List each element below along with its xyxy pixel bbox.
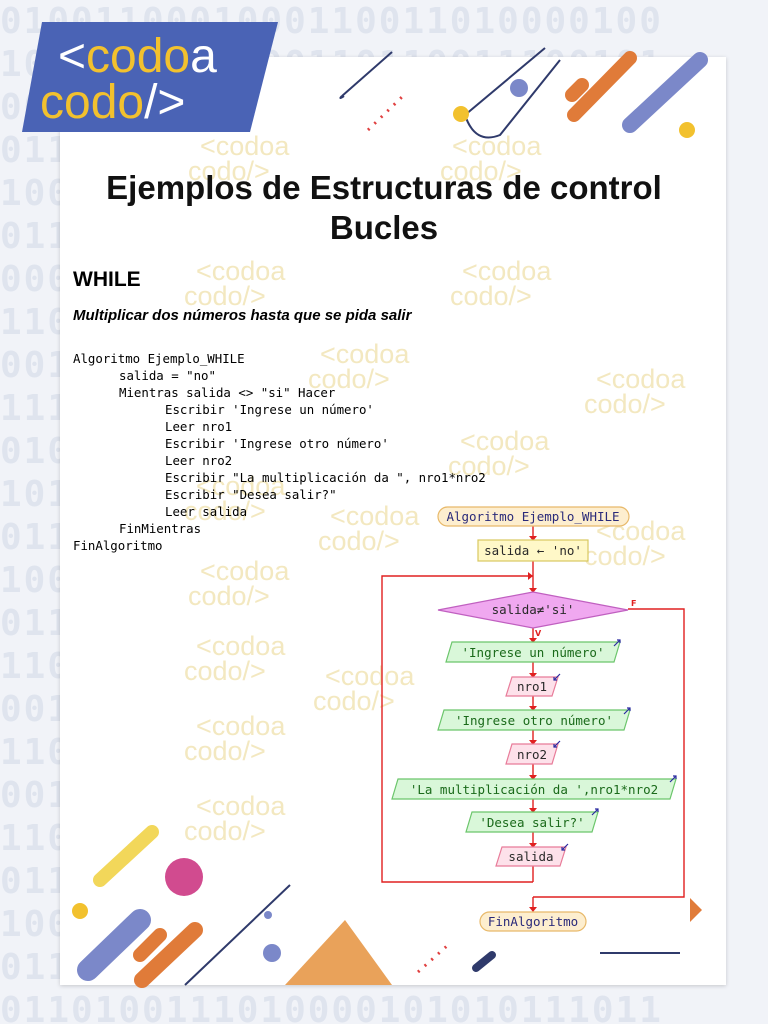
watermark-line-2: codo/> [440,156,522,186]
watermark-line-2: codo/> [184,736,266,766]
watermark-line-2: codo/> [448,451,530,481]
watermark-line-2: codo/> [184,656,266,686]
input-3 [495,846,567,867]
watermark-line-1: <codoa [596,364,686,394]
start-terminal-text: Algoritmo Ejemplo_WHILE [446,509,619,524]
input-3-text: salida [508,849,553,864]
watermark-line-1: <codoa [196,631,286,661]
top-decorations [339,47,708,139]
watermark-line-2: codo/> [584,389,666,419]
code-line: Leer salida [165,504,248,519]
code-line: Algoritmo Ejemplo_WHILE [73,351,245,366]
svg-text:codo/>: codo/> [40,76,185,129]
watermark-line-2: codo/> [184,281,266,311]
output-4-text: 'Desea salir?' [479,815,584,830]
watermark-line-1: <codoa [196,471,286,501]
code-line: Escribir "La multiplicación da ", nro1*n… [165,470,486,485]
watermark-group: <codoacodo/><codoacodo/><codoacodo/><cod… [184,131,686,846]
page-title: Ejemplos de Estructuras de control Bucle… [0,168,768,248]
end-terminal-text: FinAlgoritmo [488,914,578,929]
code-line: FinAlgoritmo [73,538,163,553]
watermark-line-1: <codoa [460,426,550,456]
condition-text: salida≠'si' [492,602,575,617]
background-digit-row: 0110100111010000101010111011 [0,990,663,1024]
logo-a: a [190,30,217,83]
codoacodo-logo: <codoa codo/> [22,22,278,132]
input-2 [505,743,559,765]
code-line: Escribir "Desea salir?" [165,487,337,502]
watermark-line-2: codo/> [184,496,266,526]
input-2-text: nro2 [517,747,547,762]
code-line: Escribir 'Ingrese otro número' [165,436,389,451]
watermark-line-2: codo/> [584,541,666,571]
logo-codo: codo [86,30,190,83]
watermark-line-2: codo/> [450,281,532,311]
false-label: F [631,599,636,608]
bottom-decorations [72,825,702,988]
condition-diamond [437,591,629,629]
logo-prefix: < [58,30,86,83]
watermark-line-2: codo/> [318,526,400,556]
code-line: FinMientras [119,521,202,536]
start-terminal [437,506,630,527]
output-3 [391,778,677,800]
input-1 [505,676,559,697]
output-2 [437,709,631,731]
section-heading: WHILE [73,268,141,291]
logo-codo-2: codo [40,76,144,129]
watermark-line-2: codo/> [313,686,395,716]
watermark-line-1: <codoa [196,256,286,286]
watermark-line-1: <codoa [452,131,542,161]
output-2-text: 'Ingrese otro número' [455,713,613,728]
title-line-1: Ejemplos de Estructuras de control [106,169,662,206]
code-line: Leer nro2 [165,453,233,468]
assign-box [477,539,589,562]
true-label: V [535,629,542,638]
watermark-line-2: codo/> [188,156,270,186]
svg-text:<codoa: <codoa [58,30,217,83]
watermark-line-1: <codoa [462,256,552,286]
flowchart: V F Algoritmo Ejemplo_WHILE salida ← 'no… [381,506,685,932]
watermark-line-1: <codoa [200,556,290,586]
io-arrow-icons [553,639,677,851]
output-1-text: 'Ingrese un número' [462,645,605,660]
end-terminal [479,911,587,932]
code-line: salida = "no" [119,368,216,383]
watermark-line-1: <codoa [330,501,420,531]
watermark-line-2: codo/> [188,581,270,611]
watermark-line-1: <codoa [196,711,286,741]
output-4 [465,811,599,833]
code-line: Escribir 'Ingrese un número' [165,402,374,417]
title-line-2: Bucles [329,209,439,246]
assign-text: salida ← 'no' [484,543,582,558]
output-1 [445,641,621,663]
watermark-line-1: <codoa [320,339,410,369]
watermark-line-2: codo/> [184,816,266,846]
watermark-line-1: <codoa [325,661,415,691]
input-1-text: nro1 [517,679,547,694]
output-3-text: 'La multiplicación da ',nro1*nro2 [410,782,658,797]
code-line: Mientras salida <> "si" Hacer [119,385,336,400]
code-line: Leer nro1 [165,419,233,434]
watermark-line-1: <codoa [200,131,290,161]
watermark-line-2: codo/> [308,364,390,394]
example-description: Multiplicar dos números hasta que se pid… [73,307,412,324]
watermark-line-1: <codoa [196,791,286,821]
logo-suffix: /> [144,76,185,129]
